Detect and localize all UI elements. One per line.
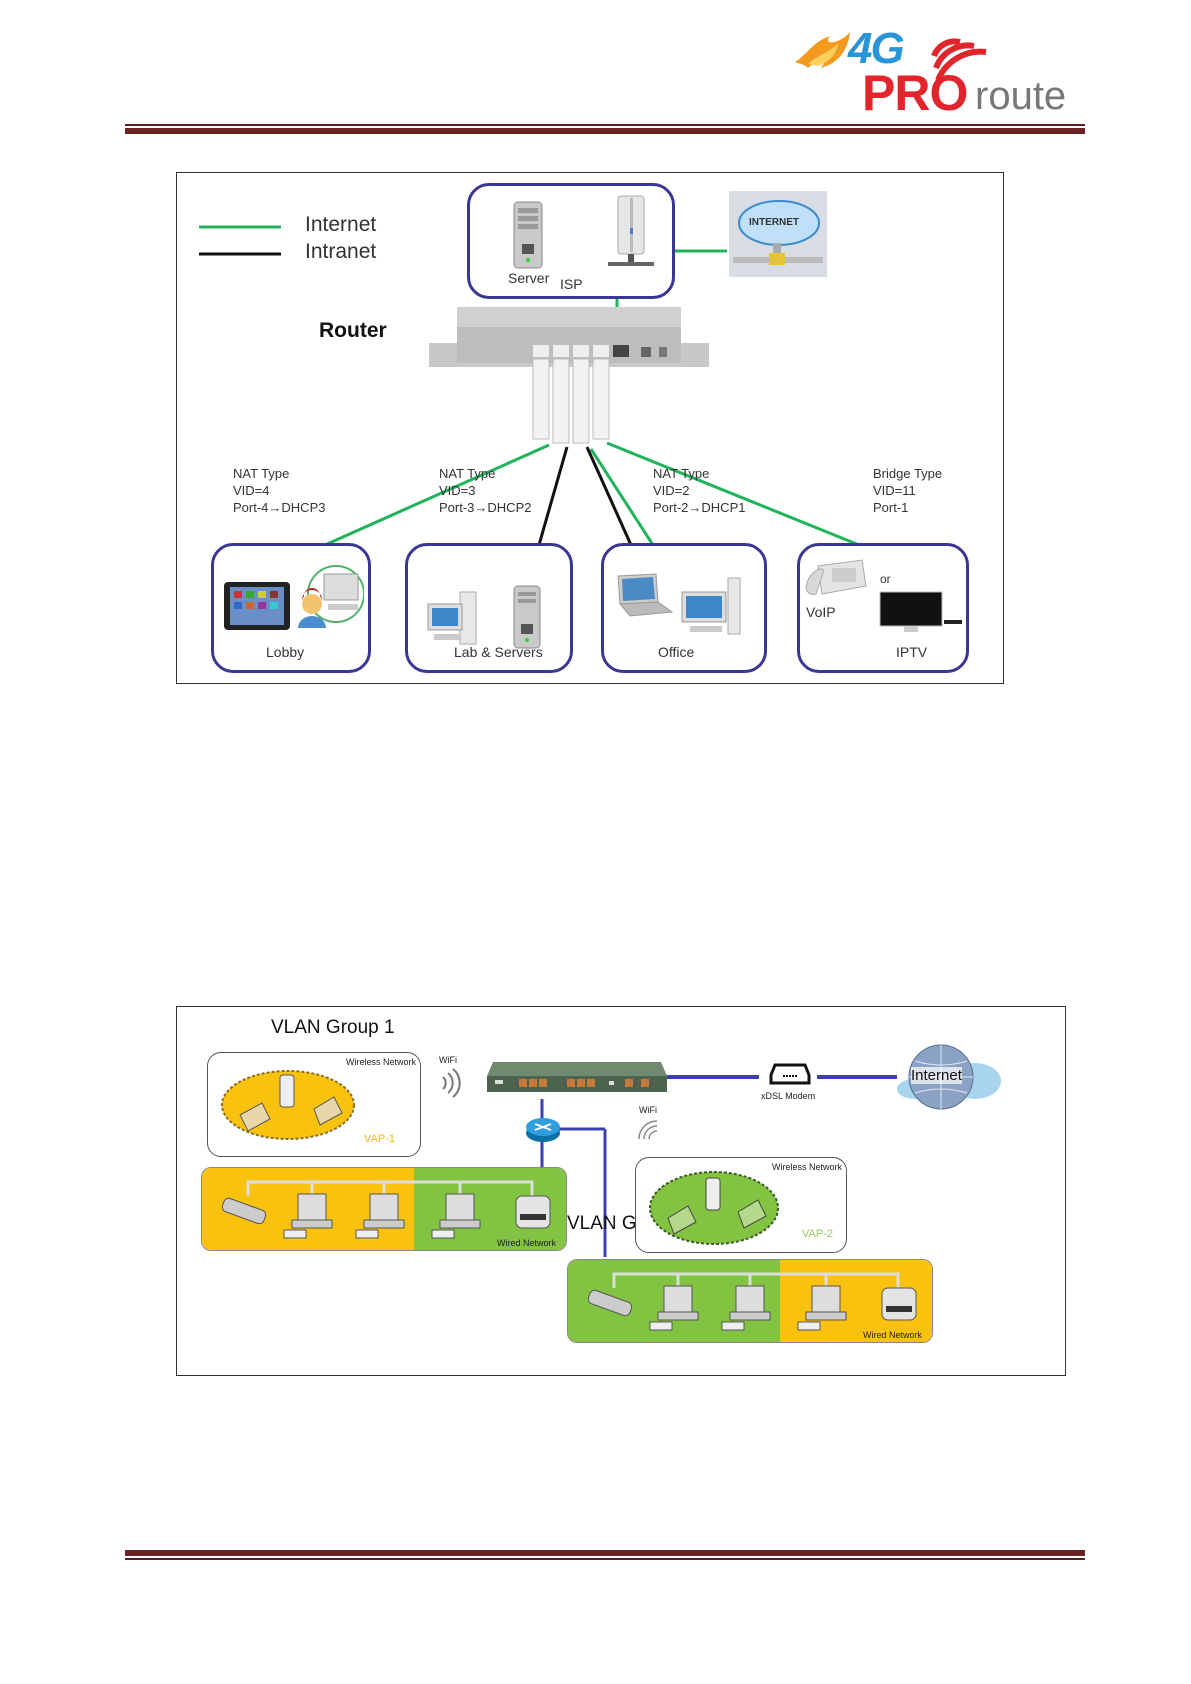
office-type: NAT Type xyxy=(653,466,710,481)
router-icon xyxy=(487,1062,667,1092)
modem-icon xyxy=(769,1063,811,1085)
lobby-link xyxy=(324,443,550,547)
internet-cloud-label: INTERNET xyxy=(749,217,799,228)
printer-icon xyxy=(881,1287,917,1321)
wired-network-2-label: Wired Network xyxy=(862,1330,922,1340)
wifi-label-1: WiFi xyxy=(439,1055,457,1065)
pc-icon xyxy=(649,1285,699,1331)
wireless-network-1: Wireless Network VAP-1 xyxy=(207,1052,421,1157)
header-rule-thin xyxy=(125,124,1085,126)
iptv-label: IPTV xyxy=(896,644,928,660)
voip-phone-icon xyxy=(805,559,867,595)
logo-pro-text: PRO xyxy=(862,65,968,121)
footer-rule-thick xyxy=(125,1550,1085,1556)
wired-devices-icon xyxy=(221,1180,551,1239)
internet-globe: Internet xyxy=(895,1043,1005,1113)
wifi-signal-icon xyxy=(442,1068,461,1098)
lab-link xyxy=(537,446,569,546)
header-rule-thick xyxy=(125,128,1085,134)
tv-monitor-icon xyxy=(879,591,962,632)
laptop-icon xyxy=(617,573,674,617)
wifi-label-2: WiFi xyxy=(639,1105,657,1115)
lab-type: NAT Type xyxy=(439,466,496,481)
server-tower-icon xyxy=(513,585,541,649)
office-label: Office xyxy=(658,644,695,660)
iptv-link xyxy=(606,441,860,547)
wired-network-2: Wired Network xyxy=(567,1259,933,1343)
desktop-computer-icon xyxy=(681,577,741,635)
isp-label: ISP xyxy=(560,276,583,292)
voip-iptv-box: or VoIP IPTV xyxy=(797,543,969,673)
iptv-vid: VID=11 xyxy=(873,483,916,498)
lobby-box: Lobby xyxy=(211,543,371,673)
pc-icon xyxy=(431,1193,481,1239)
wireless-network-1-label: Wireless Network xyxy=(345,1057,416,1067)
or-label: or xyxy=(880,572,891,586)
internet-globe-label: Internet xyxy=(911,1067,962,1084)
lab-vid: VID=3 xyxy=(439,483,476,498)
wired-network-1: Wired Network xyxy=(201,1167,567,1251)
server-label: Server xyxy=(508,270,550,286)
router-label: Router xyxy=(319,319,387,342)
vlan-connection-lines xyxy=(540,1075,897,1257)
wireless-network-2: Wireless Network VAP-2 xyxy=(635,1157,847,1253)
desktop-computer-icon xyxy=(427,591,477,645)
wireless-clients-icon xyxy=(649,1171,779,1245)
office-vid: VID=2 xyxy=(653,483,690,498)
lab-servers-box: Lab & Servers xyxy=(405,543,573,673)
internet-cloud: INTERNET xyxy=(729,191,827,277)
vap-2-label: VAP-2 xyxy=(802,1228,833,1240)
isp-server-icon xyxy=(608,195,654,266)
lobby-label: Lobby xyxy=(266,644,305,660)
lobby-port: Port-4→DHCP3 xyxy=(233,500,326,515)
switch-icon xyxy=(526,1118,560,1142)
lobby-type: NAT Type xyxy=(233,466,290,481)
modem-label: xDSL Modem xyxy=(761,1091,816,1101)
wifi-signal-icon xyxy=(638,1120,658,1140)
wireless-clients-icon xyxy=(221,1070,355,1140)
wireless-network-2-label: Wireless Network xyxy=(771,1162,842,1172)
logo-route-text: route xyxy=(975,74,1067,118)
user-workstation-icon xyxy=(298,565,364,628)
pc-icon xyxy=(721,1285,771,1331)
router-icon xyxy=(429,307,709,444)
iptv-port: Port-1 xyxy=(873,500,909,515)
office-box: Office xyxy=(601,543,767,673)
wired-devices-icon xyxy=(587,1272,917,1331)
legend-internet-label: Internet xyxy=(305,213,377,236)
vlan-group-diagram: VLAN Group 1 Wireless Network VAP-1 WiFi xyxy=(176,1006,1066,1376)
router-device xyxy=(429,307,709,449)
legend-intranet-label: Intranet xyxy=(305,240,377,263)
cloud-icon xyxy=(733,200,823,265)
iptv-type: Bridge Type xyxy=(873,466,943,481)
tablet-icon xyxy=(224,582,290,630)
vap-1-label: VAP-1 xyxy=(364,1133,395,1145)
office-intranet-link xyxy=(585,446,633,546)
pc-icon xyxy=(355,1193,405,1239)
pc-icon xyxy=(283,1193,333,1239)
wired-network-1-label: Wired Network xyxy=(496,1238,556,1248)
lobby-vid: VID=4 xyxy=(233,483,270,498)
flame-icon xyxy=(795,32,850,68)
lab-port: Port-3→DHCP2 xyxy=(439,500,532,515)
pc-icon xyxy=(797,1285,847,1331)
footer-rule-thin xyxy=(125,1558,1085,1560)
vlan-group-1-title: VLAN Group 1 xyxy=(271,1017,395,1038)
isp-box: Server ISP xyxy=(467,183,675,299)
signal-waves-icon xyxy=(931,38,987,82)
company-logo: 4G PRO route xyxy=(790,22,1075,121)
printer-icon xyxy=(515,1195,551,1229)
office-internet-link xyxy=(589,448,655,546)
office-port: Port-2→DHCP1 xyxy=(653,500,746,515)
lab-servers-label: Lab & Servers xyxy=(454,644,543,660)
server-icon xyxy=(513,201,543,269)
logo-4g-text: 4G xyxy=(848,24,905,73)
gateway-router xyxy=(487,1052,667,1100)
voip-label: VoIP xyxy=(806,604,836,620)
vlan-topology-diagram: Internet Intranet Server ISP INTERNET Ro… xyxy=(176,172,1004,684)
